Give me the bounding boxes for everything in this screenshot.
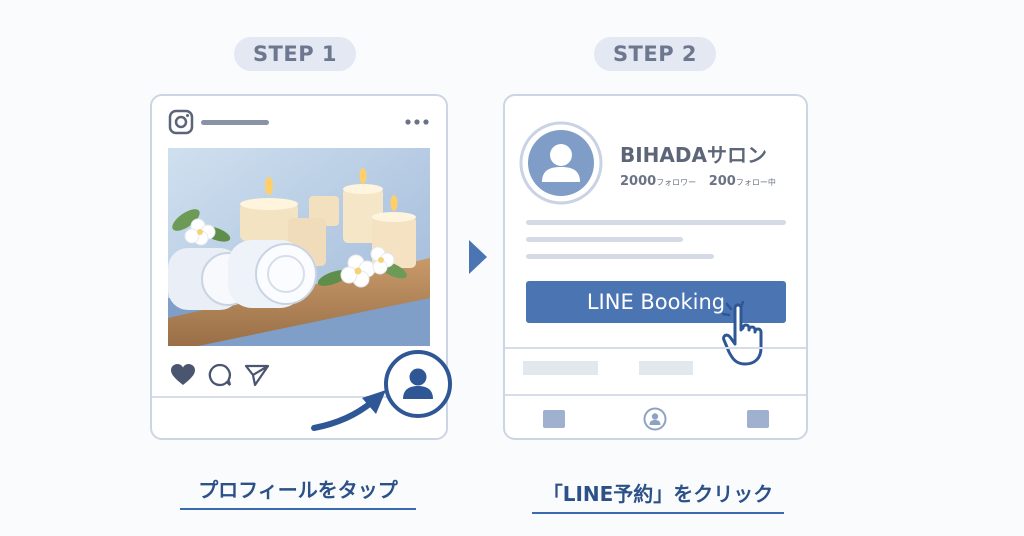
following-count: 200 [708,174,736,189]
followers-count: 2000 [620,174,657,189]
nav-profile-icon[interactable] [643,407,667,431]
spa-photo [168,148,430,346]
profile-photo-icon [519,121,603,205]
followers-label: フォロワー [656,178,697,187]
profile-avatar-icon[interactable] [383,349,453,419]
instagram-icon [168,109,194,135]
tab-placeholder-1[interactable] [523,361,598,375]
step2-caption-text: 「LINE予約」をクリック [542,482,774,506]
step2-caption: 「LINE予約」をクリック [532,478,784,514]
nav-menu-icon[interactable] [747,410,769,428]
tabs-divider-bottom [505,394,806,396]
step1-caption: プロフィールをタップ [180,474,416,510]
line-booking-button[interactable]: LINE Booking [526,281,786,323]
post-divider [152,396,446,398]
username-placeholder [201,120,269,125]
step1-label: STEP 1 [234,37,356,71]
profile-name: BIHADAサロン [620,143,767,167]
heart-icon[interactable] [170,363,196,387]
arrow-icon [311,390,386,431]
bio-line-1 [526,220,786,225]
step1-caption-text: プロフィールをタップ [198,478,398,502]
tab-placeholder-2[interactable] [639,361,693,375]
send-icon[interactable] [244,363,270,387]
bio-line-2 [526,237,683,242]
more-dots-icon[interactable] [404,118,430,126]
step2-caption-underline [532,512,784,514]
step2-label: STEP 2 [594,37,716,71]
next-step-arrow-icon [469,240,487,274]
profile-stats: 2000フォロワー 200フォロー中 [620,174,776,189]
hand-cursor-icon [721,300,763,366]
comment-icon[interactable] [208,363,232,387]
following-label: フォロー中 [735,178,776,187]
step1-caption-underline [180,508,416,510]
bio-line-3 [526,254,714,259]
tabs-divider-top [505,347,806,349]
nav-home-icon[interactable] [543,410,565,428]
